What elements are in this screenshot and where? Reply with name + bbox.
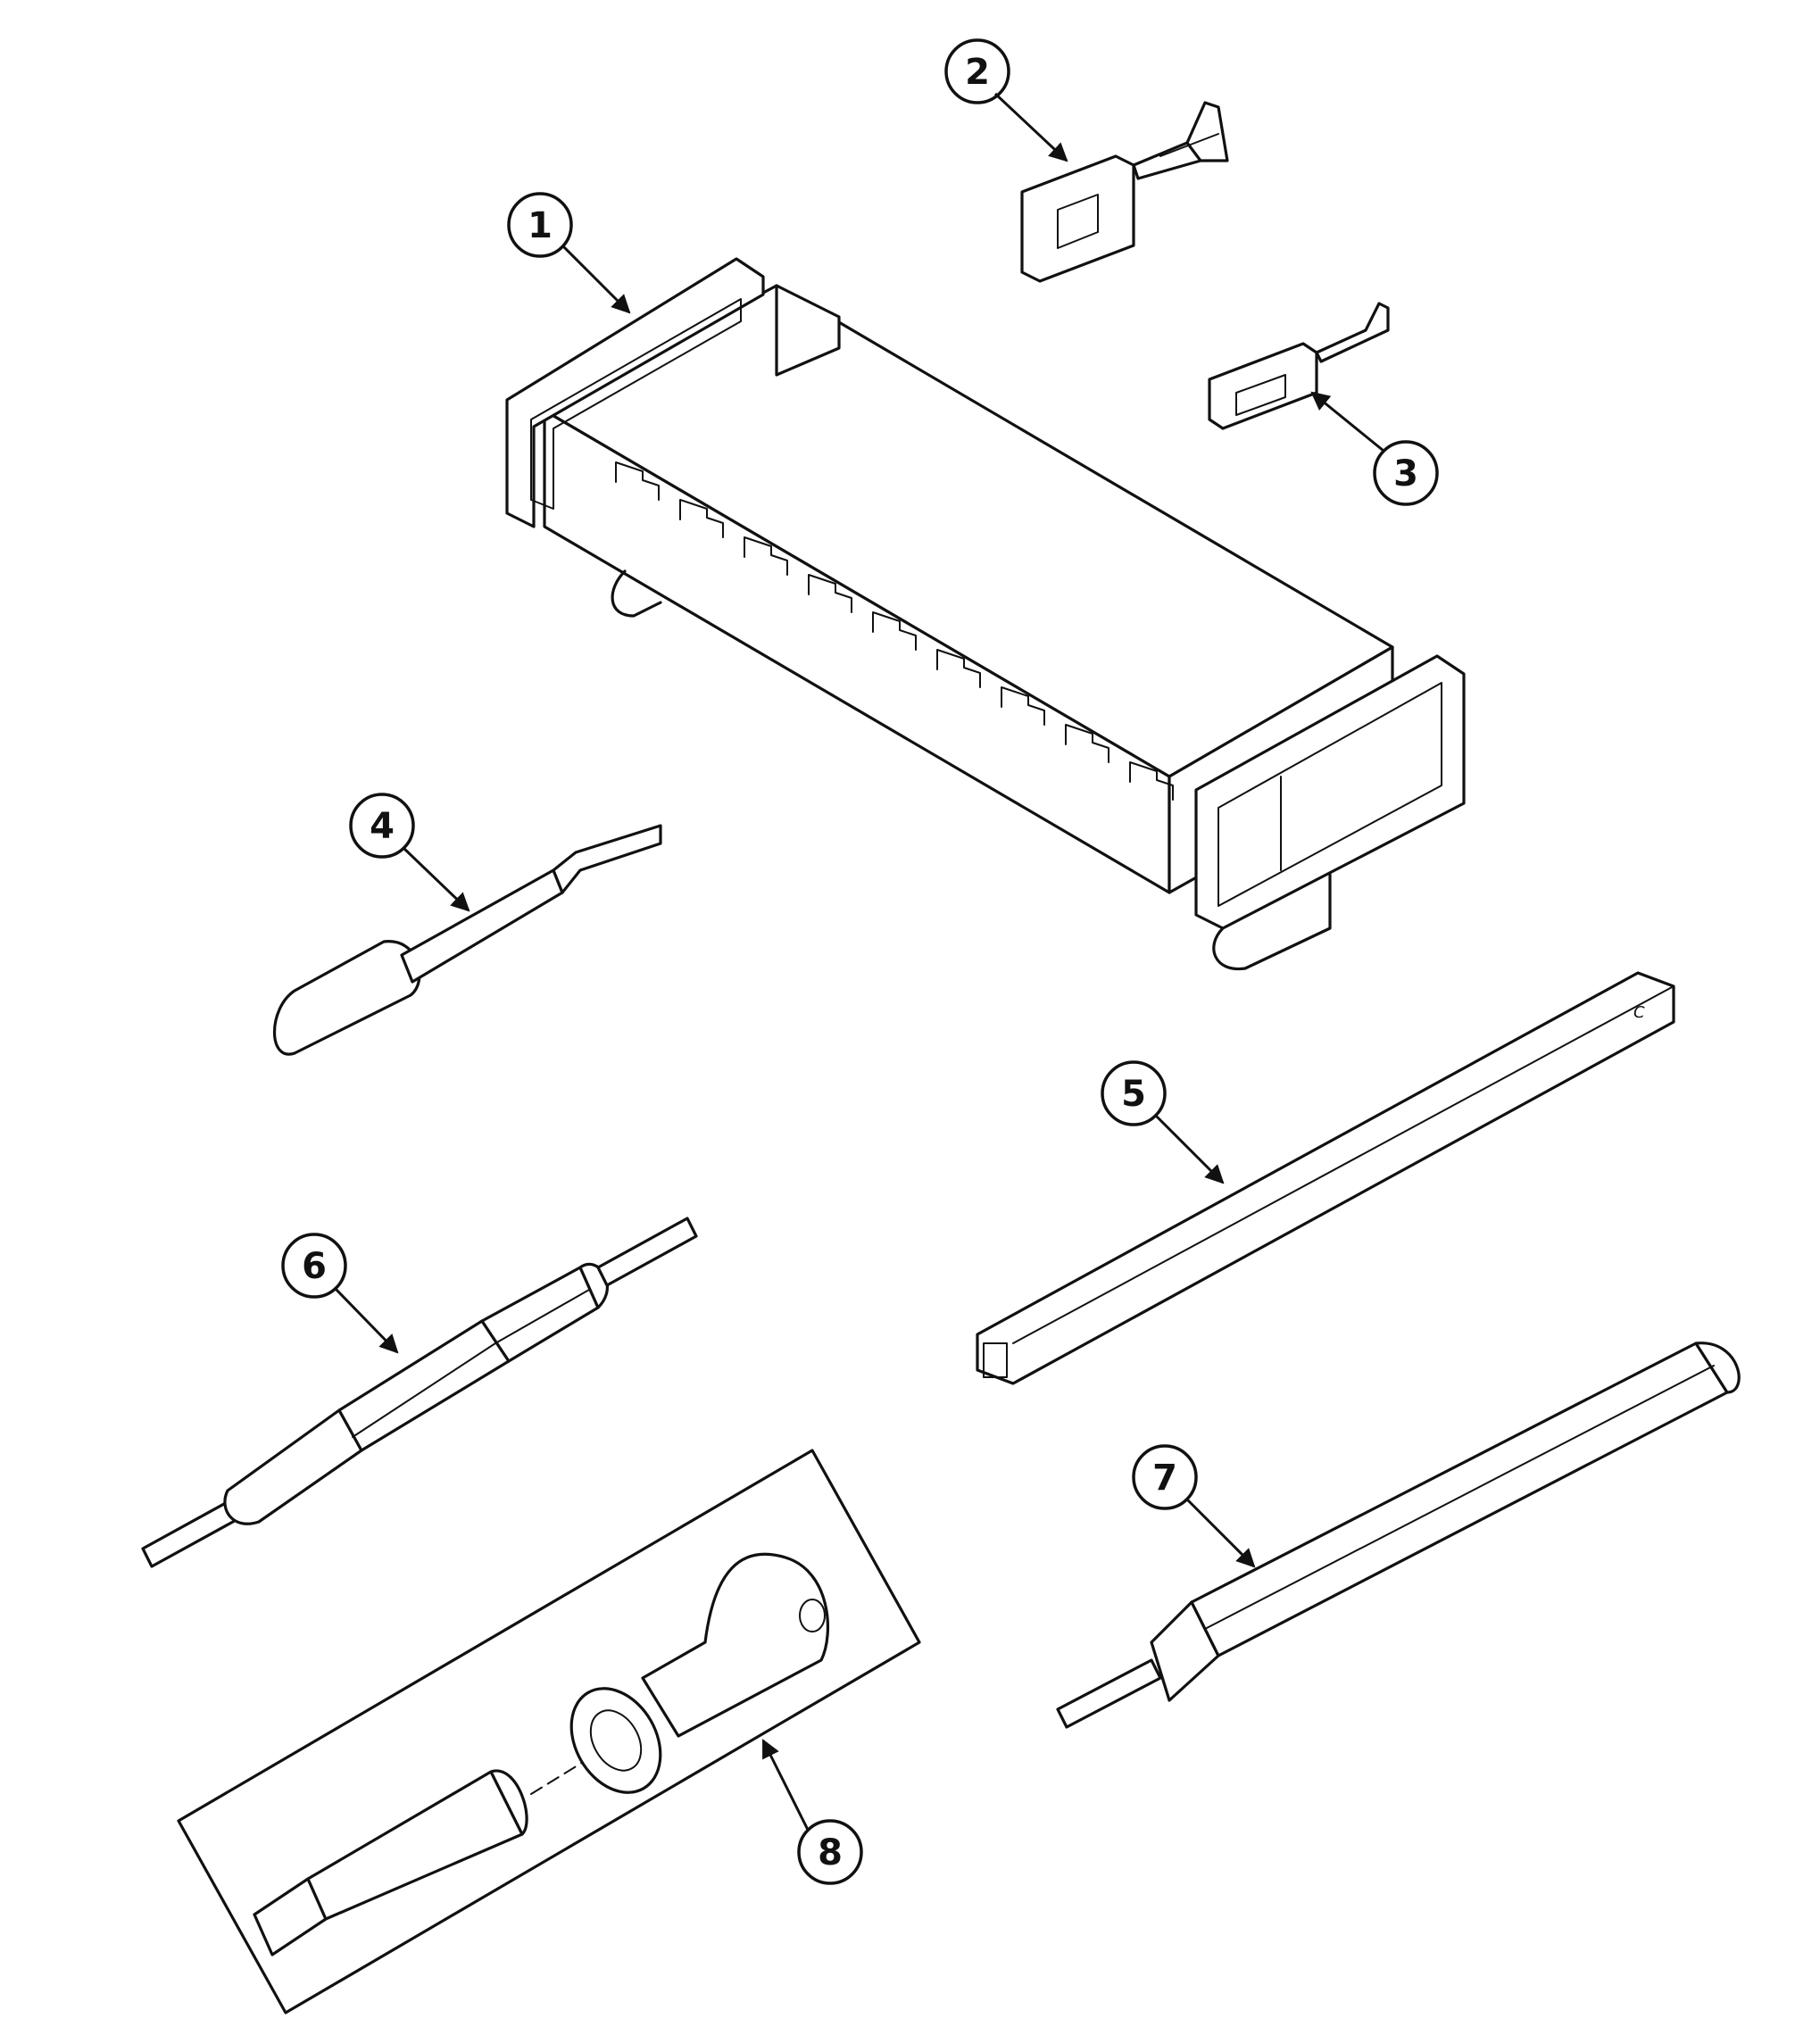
callout-7: 7 [1132,1444,1256,1568]
pick-tool [272,824,662,1056]
callout-1: 1 [507,192,631,314]
callout-4: 4 [349,793,470,912]
connector-housing [505,257,1466,971]
square-bar: C [976,971,1675,1385]
large-terminal [1020,101,1229,283]
callout-2: 2 [944,38,1068,162]
callout-4-number: 4 [370,806,395,847]
callout-8: 8 [761,1739,863,1885]
callout-8-number: 8 [818,1832,843,1873]
callout-2-number: 2 [965,52,990,93]
callout-5: 5 [1101,1060,1225,1184]
bit-socket-kit [177,1449,921,2015]
callout-3: 3 [1310,391,1439,506]
double-ended-pin-tool [141,1217,698,1568]
housing-cavities [615,461,1174,801]
callout-3-number: 3 [1393,453,1418,494]
hex-driver [1056,1342,1741,1729]
callout-1-number: 1 [528,205,553,246]
callout-7-number: 7 [1152,1458,1177,1499]
callout-6-number: 6 [302,1246,327,1287]
bar-stamp: C [1633,1003,1645,1022]
callout-5-number: 5 [1121,1074,1146,1115]
small-terminal [1208,302,1390,430]
callout-6: 6 [281,1233,399,1354]
